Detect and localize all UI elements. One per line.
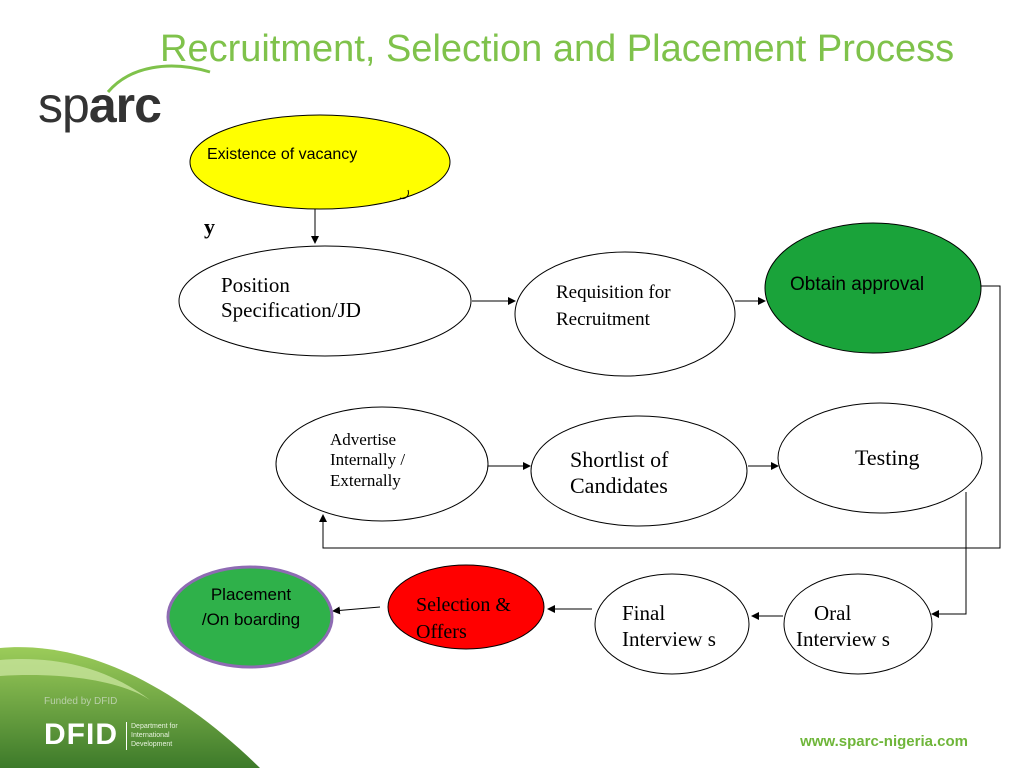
arrow-testing-to-oral: [931, 492, 967, 618]
label-final: Final Interview s: [622, 601, 716, 651]
node-requisition: [514, 251, 736, 377]
node-shortlist: [530, 415, 748, 527]
label-oral: Oral Interview s: [796, 601, 890, 651]
logo-arc-icon: [106, 64, 211, 93]
label-shortlist: Shortlist of Candidates: [570, 447, 669, 499]
node-selection: [387, 564, 545, 650]
label-testing: Testing: [855, 445, 920, 470]
dfid-subtitle: Department for International Development: [131, 723, 178, 748]
label-placement: Placement /On boarding: [201, 585, 301, 629]
label-position-spec: Position Specification/JD: [221, 273, 361, 323]
logo-suffix: arc: [88, 77, 162, 133]
node-testing: [777, 402, 983, 514]
arrow-selection-to-placement: [332, 606, 381, 615]
dfid-logo: DFID: [44, 718, 118, 751]
vacancy-artifact: [399, 189, 409, 199]
label-requisition: Requisition for Recruitment: [556, 282, 671, 330]
node-placement: [166, 565, 334, 669]
funder-sup-text: Funded by DFID: [44, 696, 118, 707]
node-advertise: [275, 406, 489, 522]
logo-prefix: sp: [38, 77, 90, 133]
node-vacancy: [189, 114, 451, 210]
node-oral: [783, 573, 933, 675]
label-advertise: Advertise Internally / Externally: [330, 430, 406, 490]
footer-url: www.sparc-nigeria.com: [800, 733, 968, 750]
label-selection: Selection & Offers: [416, 594, 511, 643]
node-approval: [764, 222, 982, 354]
label-approval: Obtain approval: [790, 274, 925, 295]
dfid-divider: [126, 722, 127, 750]
label-vacancy-fragment: y: [204, 214, 215, 239]
node-final: [594, 573, 750, 675]
arrow-approval-loop-to-advertise: [319, 285, 1001, 549]
page-title: Recruitment, Selection and Placement Pro…: [160, 28, 955, 70]
node-position-spec: [178, 245, 472, 357]
label-vacancy: Existence of vacancy: [207, 146, 358, 163]
sparc-logo: sparc: [38, 76, 162, 134]
